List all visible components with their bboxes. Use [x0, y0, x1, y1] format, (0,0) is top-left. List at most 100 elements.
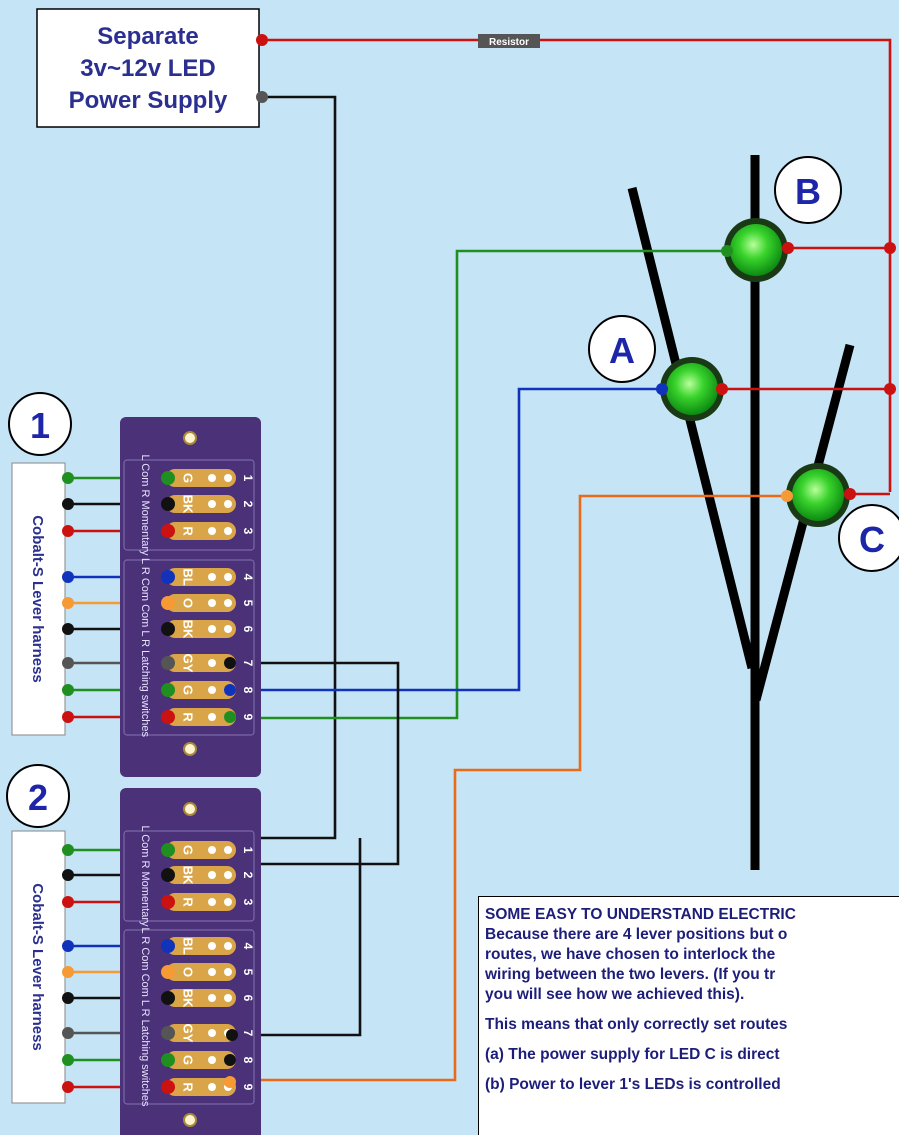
harness-wire-dot: [62, 966, 74, 978]
harness-wire-dot: [62, 525, 74, 537]
note-line5: This means that only correctly set route…: [485, 1016, 788, 1033]
harness-wire-dot: [62, 844, 74, 856]
power-supply-line1: Separate: [97, 23, 198, 50]
wire-black-interlock-2: [232, 838, 362, 1037]
lever-number-1: 1: [8, 392, 72, 456]
board-wire-dot: [161, 868, 175, 882]
led-a: [660, 357, 724, 421]
wire-orange-led-c: [228, 494, 785, 1082]
power-supply-box: Separate 3v~12v LED Power Supply: [36, 8, 260, 128]
latching-label: L R Com Com L R Latching switches: [139, 558, 151, 737]
board-output-dot: [224, 1076, 236, 1088]
board-wire-dot: [161, 1026, 175, 1040]
board-output-dot: [224, 711, 236, 723]
wire-blue-led-a: [230, 387, 662, 692]
board-wire-dot: [161, 683, 175, 697]
pin-number: 2: [241, 501, 255, 508]
board-pin-row: BL 4: [166, 568, 255, 586]
svg-text:C: C: [859, 519, 885, 560]
note-line3: wiring between the two levers. (If you t…: [485, 966, 776, 983]
board-wire-dot: [161, 570, 175, 584]
momentary-label: L Com R Momentary: [139, 825, 151, 927]
board-wire-dot: [161, 843, 175, 857]
board-wire-dot: [161, 656, 175, 670]
pin-label: R: [181, 1082, 196, 1092]
pin-label: O: [181, 967, 196, 977]
pin-number: 3: [241, 528, 255, 535]
pin-label: G: [181, 685, 196, 695]
resistor-label: Resistor: [489, 37, 529, 48]
led-b: [724, 218, 788, 282]
pin-label: BK: [181, 495, 196, 514]
note-line7: (b) Power to lever 1's LEDs is controlle…: [485, 1076, 781, 1093]
momentary-label: L Com R Momentary: [139, 454, 151, 556]
harness-wire-dot: [62, 657, 74, 669]
svg-text:Cobalt-S Lever harness: Cobalt-S Lever harness: [29, 883, 46, 1051]
note-line1: Because there are 4 lever positions but …: [485, 926, 788, 943]
board-wire-dot: [161, 497, 175, 511]
harness-wire-dot: [62, 597, 74, 609]
board-wire-dot: [161, 471, 175, 485]
pin-label: R: [181, 712, 196, 722]
wire-red-supply: [262, 38, 892, 492]
harness-wire-dot: [62, 1081, 74, 1093]
harness-box-2: Cobalt-S Lever harness: [11, 830, 66, 1104]
harness-wire-dot: [62, 992, 74, 1004]
harness-wire-dot: [62, 896, 74, 908]
led-label-a: A: [588, 315, 656, 383]
pin-number: 8: [241, 1057, 255, 1064]
svg-text:A: A: [609, 330, 635, 371]
board-pin-row: BK 2: [166, 495, 255, 514]
svg-text:1: 1: [30, 405, 50, 446]
resistor: Resistor: [478, 34, 540, 48]
harness-dots: [62, 471, 238, 1094]
note-line2: routes, we have chosen to interlock the: [485, 946, 776, 963]
harness-wire-dot: [62, 498, 74, 510]
harness-wire-dot: [62, 623, 74, 635]
pin-number: 2: [241, 872, 255, 879]
pin-number: 1: [241, 847, 255, 854]
pin-label: G: [181, 845, 196, 855]
led-label-b: B: [774, 156, 842, 224]
led-label-c: C: [838, 504, 899, 572]
harness-wire-dot: [62, 1027, 74, 1039]
note-line4: you will see how we achieved this).: [485, 986, 745, 1003]
track-left-branch: [627, 186, 757, 670]
harness-wire-dot: [62, 684, 74, 696]
wire-grey-supply: [228, 95, 337, 840]
explanation-note: SOME EASY TO UNDERSTAND ELECTRIC Because…: [478, 896, 899, 1135]
pin-label: BL: [181, 568, 196, 585]
board-wire-dot: [161, 895, 175, 909]
harness-wire-dot: [62, 940, 74, 952]
board-wire-dot: [161, 622, 175, 636]
pin-number: 4: [241, 574, 255, 581]
pin-label: BL: [181, 937, 196, 954]
pin-number: 1: [241, 475, 255, 482]
svg-text:2: 2: [28, 777, 48, 818]
harness-wire-dot: [62, 869, 74, 881]
pin-label: G: [181, 473, 196, 483]
pin-number: 7: [241, 660, 255, 667]
wire-green-led-b: [230, 249, 727, 720]
note-heading: SOME EASY TO UNDERSTAND ELECTRIC: [485, 906, 796, 923]
pin-label: O: [181, 598, 196, 608]
pin-number: 9: [241, 714, 255, 721]
pin-number: 5: [241, 969, 255, 976]
svg-text:B: B: [795, 171, 821, 212]
harness-wire-dot: [62, 571, 74, 583]
board-wire-dot: [161, 524, 175, 538]
power-supply-line3: Power Supply: [69, 87, 228, 114]
wire-black-interlock-1: [230, 661, 400, 866]
pin-number: 3: [241, 899, 255, 906]
